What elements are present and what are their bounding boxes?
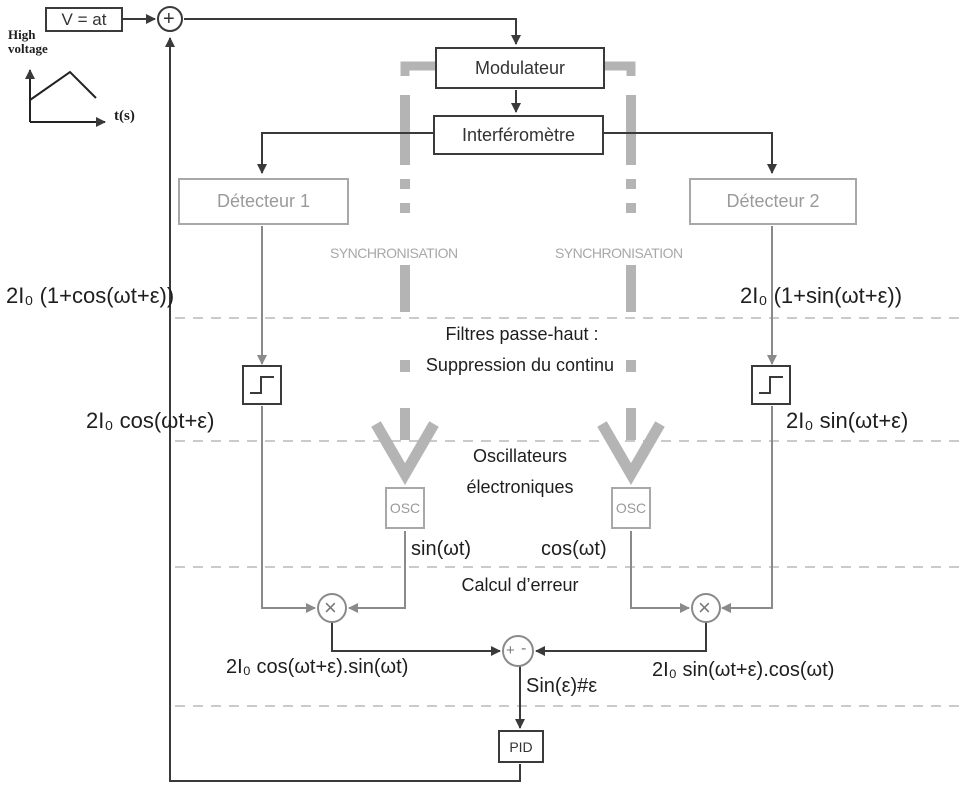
multiplier-left [317, 593, 347, 623]
wire-interferometer-to-detector1 [257, 132, 433, 174]
osc-right-output-label: cos(ωt) [541, 538, 607, 560]
ramp-formula: V = at [61, 9, 107, 29]
wire-sum-to-modulator [184, 18, 521, 45]
modulator-label: Modulateur [474, 57, 566, 78]
detector2-block: Détecteur 2 [689, 178, 857, 225]
subtractor-minus-symbol: - [521, 640, 527, 657]
sync-label-left: SYNCHRONISATION [330, 245, 458, 261]
ramp-trace [29, 70, 97, 101]
wire-osc-left-to-multiplier [348, 531, 406, 613]
osc-section-line2: électroniques [466, 477, 574, 497]
signal-lines-dark [123, 14, 777, 782]
hp1-output-label: 2I₀ cos(ωt+ε) [86, 408, 215, 433]
ramp-plot [25, 69, 106, 127]
wire-interferometer-to-detector2 [604, 132, 777, 174]
modulator-block: Modulateur [435, 47, 605, 89]
multiplier-right-symbol: × [698, 595, 711, 620]
detector1-label: Détecteur 1 [216, 191, 311, 211]
ramp-x-label: t(s) [114, 108, 135, 124]
det1-output-label: 2I₀ (1+cos(ωt+ε)) [6, 283, 175, 308]
det2-output-label: 2I₀ (1+sin(ωt+ε)) [740, 283, 903, 308]
step-symbol-left [250, 376, 274, 394]
ramp-y-label-line2: voltage [8, 41, 48, 56]
detector2-label: Détecteur 2 [726, 191, 820, 211]
ramp-formula-box: V = at [45, 7, 123, 32]
step-symbol-right [759, 376, 783, 394]
multiplier-left-symbol: × [324, 595, 337, 620]
subtractor-junction [502, 635, 534, 667]
wire-pid-feedback [165, 37, 521, 782]
interferometer-block: Interféromètre [433, 115, 604, 155]
osc-section-line1: Oscillateurs [472, 446, 568, 466]
hp2-output-label: 2I₀ sin(ωt+ε) [786, 408, 909, 433]
sync-arrow-right [597, 421, 665, 485]
error-signal-label: Sin(ε)#ε [526, 675, 598, 697]
mult-left-output-label: 2I₀ cos(ωt+ε).sin(ωt) [226, 656, 409, 678]
wire-filter1-to-multiplier [261, 406, 316, 613]
filters-section-line2: Suppression du continu [425, 355, 615, 375]
mult-right-output-label: 2I₀ sin(ωt+ε).cos(ωt) [652, 659, 835, 681]
error-section-label: Calcul d’erreur [461, 575, 579, 595]
sync-arrow-left [371, 421, 439, 485]
sum-plus-symbol: + [163, 8, 175, 30]
multiplier-right-out [535, 622, 707, 656]
subtractor-plus-symbol: + [506, 642, 515, 659]
pid-block: PID [498, 730, 544, 763]
osc-right-label: OSC [615, 500, 647, 516]
osc-left-output-label: sin(ωt) [411, 538, 472, 560]
sync-bar-left-top [400, 61, 435, 76]
detector1-block: Détecteur 1 [178, 178, 349, 225]
osc-right-block: OSC [611, 487, 651, 529]
multiplier-right [691, 593, 721, 623]
osc-left-label: OSC [389, 500, 421, 516]
filters-section-line1: Filtres passe-haut : [445, 324, 599, 344]
sync-bar-right-top [605, 61, 636, 76]
ramp-y-label-line1: High [8, 27, 36, 42]
signal-lines-light [257, 226, 777, 613]
wire-osc-right-to-multiplier [630, 531, 690, 613]
section-separators [175, 317, 960, 707]
interferometer-label: Interféromètre [461, 124, 576, 145]
pid-label: PID [509, 738, 533, 755]
multiplier-left-out [331, 622, 501, 656]
osc-left-block: OSC [385, 487, 425, 529]
wire-filter2-to-multiplier [721, 406, 773, 613]
sum-junction [157, 6, 183, 32]
sync-label-right: SYNCHRONISATION [555, 245, 683, 261]
synchronisation-bars [371, 61, 665, 485]
